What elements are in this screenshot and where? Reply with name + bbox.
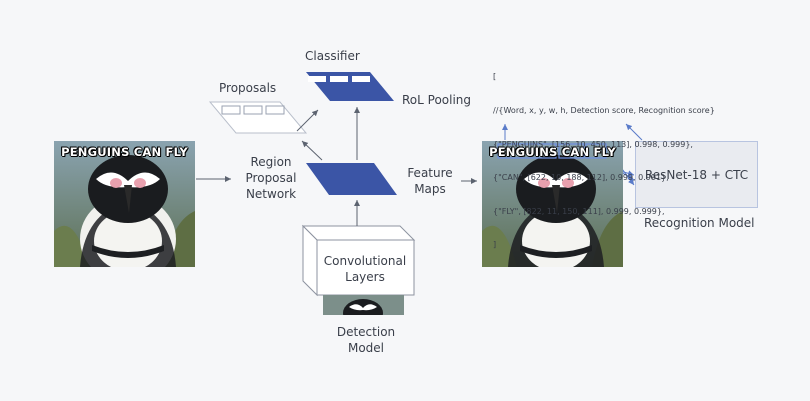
penguin-illustration [482,141,623,267]
arrow-features-to-proposals [301,140,323,161]
feature-maps-label: Feature Maps [407,166,453,196]
detection-box-fly [585,143,607,159]
roi-pooling-label: RoL Pooling [402,93,472,107]
feature-maps-shape [306,163,397,195]
classifier-shape [306,72,394,101]
output-line: {"PENGUINS", [156, 10, 450, 113], 0.998,… [493,139,693,149]
convolutional-layers-cube [301,224,416,297]
detection-model-label: Detection Model [336,325,396,355]
output-line: //{Word, x, y, w, h, Detection score, Re… [493,106,715,116]
recognition-model-label: Recognition Model [644,216,755,230]
meme-caption: PENGUINS CAN FLY [61,145,188,159]
penguin-photo-crop [323,295,404,315]
proposals-label: Proposals [219,81,277,95]
output-line: ] [493,240,497,250]
output-line: [ [493,72,497,82]
arrow-recog-to-output [625,123,643,141]
detection-box-penguins [497,143,557,159]
recognition-model-box: ResNet-18 + CTC [635,141,758,208]
penguin-crop-illustration [323,295,404,315]
output-json: [ //{Word, x, y, w, h, Detection score, … [493,49,723,273]
detection-box-can [558,143,585,159]
arrow-proposals-to-classifier [296,109,319,132]
classifier-label: Classifier [305,49,360,63]
region-proposal-network-label: Region Proposal Network [245,155,297,201]
output-line: {"FLY", [822, 11, 150, 111], 0.999, 0.99… [493,206,665,216]
convolutional-layers-label: Convolutional Layers [323,254,407,284]
penguin-photo-detected: PENGUINS CAN FLY [482,141,623,267]
penguin-photo-input: PENGUINS CAN FLY [54,141,195,267]
proposals-shape [208,101,308,134]
penguin-illustration [54,141,195,267]
output-line: {"CAN", [622, 10, 188, 112], 0.999, 0.99… [493,173,669,183]
meme-caption: PENGUINS CAN FLY [489,145,616,159]
